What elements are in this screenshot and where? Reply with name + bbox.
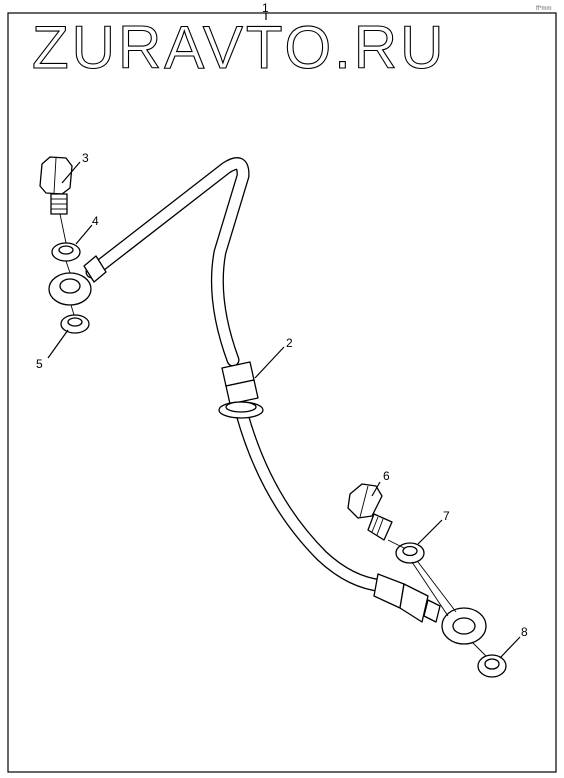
callout-7: 7 xyxy=(443,509,450,523)
callout-labels: 1 2 3 4 5 6 7 8 xyxy=(36,1,528,639)
sealing-washer-7 xyxy=(395,542,425,564)
sealing-washer-5 xyxy=(60,314,90,334)
callout-2: 2 xyxy=(286,336,293,350)
corner-text: ff*mm xyxy=(536,6,552,12)
callout-5: 5 xyxy=(36,357,43,371)
assembly-lines xyxy=(59,213,487,657)
banjo-bolt-upper xyxy=(39,156,73,215)
callout-4: 4 xyxy=(92,214,99,228)
watermark-text: ZURAVTO.RU xyxy=(32,14,446,81)
banjo-bolt-lower xyxy=(347,483,393,541)
diagram-frame xyxy=(7,12,557,773)
callout-1: 1 xyxy=(262,1,269,15)
sealing-washer-8 xyxy=(477,654,507,678)
oil-pipe xyxy=(48,157,487,645)
sealing-washer-4 xyxy=(51,242,81,262)
callout-6: 6 xyxy=(383,469,390,483)
callout-3: 3 xyxy=(82,151,89,165)
callout-8: 8 xyxy=(521,625,528,639)
callout-leaders xyxy=(47,13,521,659)
